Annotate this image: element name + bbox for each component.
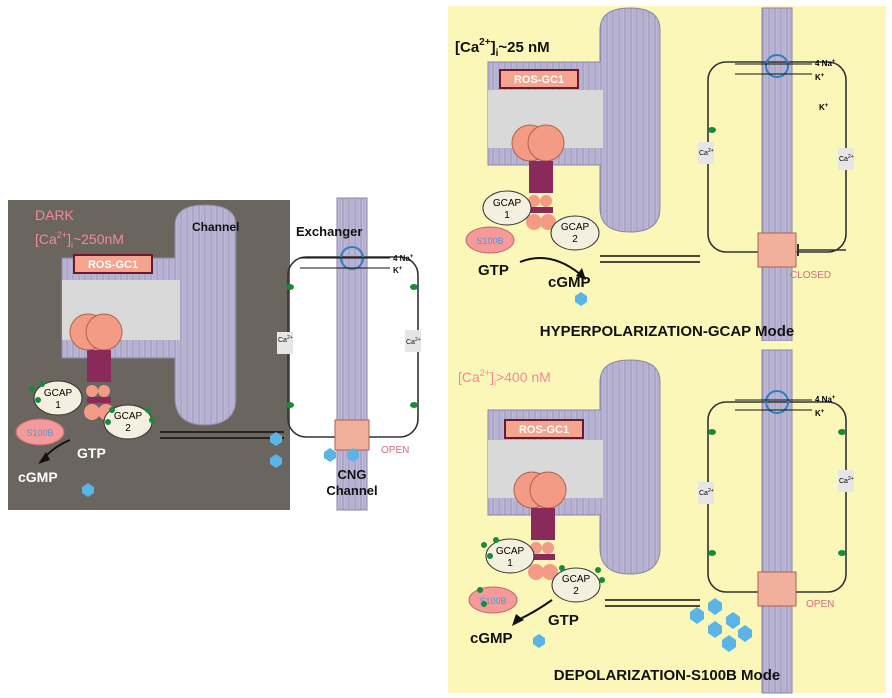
- depol-ca-box-left: [698, 482, 714, 504]
- depol-gcap2-oval: [551, 567, 601, 603]
- dark-panel: DARK [Ca2+]i~250nM Channel ROS-GC1 GCAP …: [8, 200, 290, 510]
- hyper-gcap1-number: 1: [504, 210, 510, 221]
- depol-ca-box-right: [838, 470, 854, 492]
- hyper-ca-box-left: [698, 142, 714, 164]
- depol-gcap2-label: GCAP: [562, 574, 591, 585]
- depol-s100b-label: S100B: [479, 596, 506, 606]
- gcap2-number: 2: [125, 423, 131, 434]
- depol-enzyme: [513, 471, 567, 580]
- gcap1-number: 1: [55, 400, 61, 411]
- depol-cng-channel: [757, 571, 797, 607]
- hyper-gcap2-number: 2: [572, 234, 578, 245]
- depol-open-label: OPEN: [806, 599, 834, 610]
- rosgc1-box: [73, 254, 153, 274]
- hyper-cng-channel: [757, 232, 797, 268]
- cgmp-cluster-dark: [270, 432, 359, 468]
- depol-k-label: K+: [815, 409, 825, 418]
- na-label: 4 Na+: [393, 254, 414, 263]
- equilibrium-arrows-dark: [160, 431, 284, 439]
- hyper-ca-right: Ca2+: [839, 154, 854, 163]
- hyper-rosgc1-box: [499, 69, 579, 89]
- depol-ca-right: Ca2+: [839, 476, 854, 485]
- hyper-closed-label: CLOSED: [790, 270, 831, 281]
- hyper-k-label: K+: [815, 73, 825, 82]
- hyper-gcap1-oval: [482, 190, 532, 226]
- depol-ca-left: Ca2+: [699, 488, 714, 497]
- k-label: K+: [393, 266, 403, 275]
- depol-background: [448, 341, 886, 693]
- hyper-gcap2-oval: [550, 215, 600, 251]
- rosgc1-label: ROS-GC1: [88, 259, 138, 271]
- gtp-label: GTP: [77, 445, 106, 461]
- exchanger-label: Exchanger: [296, 224, 362, 239]
- hyper-gcap2-label: GCAP: [561, 222, 590, 233]
- depol-gcap1-oval: [485, 538, 535, 574]
- cgmp-label: cGMP: [18, 469, 58, 485]
- ca-box-left: [277, 332, 293, 354]
- hyper-ca-left: Ca2+: [699, 148, 714, 157]
- cng-channel: [334, 419, 370, 451]
- depol-cgmp-molecule: [533, 634, 545, 648]
- open-label: OPEN: [381, 445, 409, 456]
- ca-box-right: [405, 330, 421, 352]
- depol-cgmp-label: cGMP: [470, 630, 513, 647]
- depol-gtp-label: GTP: [548, 612, 579, 629]
- hyper-k2-label: K+: [819, 103, 829, 112]
- hyper-cgmp-arrow: [519, 257, 581, 275]
- cgmp-molecule: [82, 483, 94, 497]
- s100b-oval: [15, 418, 65, 446]
- calcium-dots: [29, 381, 155, 425]
- gcap2-label: GCAP: [114, 411, 143, 422]
- depol-s100b-oval: [468, 586, 518, 614]
- hyper-s100b-oval: [465, 226, 515, 254]
- channel-label: Channel: [192, 220, 239, 234]
- hyper-s100b-label: S100B: [476, 236, 503, 246]
- depol-rosgc1-label: ROS-GC1: [519, 424, 569, 436]
- depol-exchanger: [765, 390, 789, 414]
- hyper-background: [448, 6, 886, 341]
- hyper-rosgc1-label: ROS-GC1: [514, 74, 564, 86]
- s100b-label: S100B: [26, 428, 53, 438]
- hyper-gtp-label: GTP: [478, 262, 509, 279]
- membrane-bilayer: [336, 197, 368, 511]
- hyper-cgmp-label: cGMP: [548, 274, 591, 291]
- hyper-ca-box-right: [838, 148, 854, 170]
- hyper-membrane: [761, 7, 793, 342]
- hyper-na-label: 4 Na+: [815, 59, 836, 68]
- gcap1-label: GCAP: [44, 388, 73, 399]
- depol-panel: [Ca2+]i>400 nM ROS-GC1 GCAP 1 GCAP 2 S10…: [448, 341, 886, 694]
- hyper-panel: [Ca2+]i~25 nM ROS-GC1 GCAP 1 GCAP 2 S100…: [448, 6, 886, 342]
- dark-calcium-label: [Ca2+]i~250nM: [35, 230, 124, 250]
- hyper-gcap1-label: GCAP: [493, 198, 522, 209]
- ca-label-right: Ca2+: [406, 337, 421, 346]
- depol-calcium-label: [Ca2+]i>400 nM: [458, 368, 551, 388]
- rosgc1-enzyme: [69, 313, 123, 420]
- hyper-calcium-label: [Ca2+]i~25 nM: [455, 37, 550, 59]
- depol-rosgc1-box: [504, 419, 584, 439]
- hyper-exchanger: [765, 54, 789, 78]
- channel-word: Channel: [326, 483, 377, 498]
- hyper-equilibrium-arrows: [600, 255, 700, 263]
- dark-title: DARK: [35, 207, 75, 223]
- depol-gcap1-label: GCAP: [496, 546, 525, 557]
- depol-gcap1-number: 1: [507, 558, 513, 569]
- hyper-cgmp-molecule: [575, 292, 587, 306]
- ca-label-left: Ca2+: [278, 335, 293, 344]
- depol-calcium-dots: [477, 537, 605, 607]
- depol-na-label: 4 Na+: [815, 395, 836, 404]
- hyper-mode-title: HYPERPOLARIZATION-GCAP Mode: [540, 323, 794, 340]
- dark-plasma-membrane: Exchanger 4 Na+ K+ Ca2+ Ca2+ OPEN CNG Ch…: [270, 197, 421, 511]
- depol-gcap2-number: 2: [573, 586, 579, 597]
- depol-cgmp-cluster: [690, 598, 752, 652]
- depol-equilibrium-arrows: [605, 599, 700, 607]
- cng-label: CNG: [338, 467, 367, 482]
- depol-mode-title: DEPOLARIZATION-S100B Mode: [554, 667, 780, 684]
- hyper-enzyme: [511, 124, 565, 230]
- gcap1-oval: [33, 380, 83, 416]
